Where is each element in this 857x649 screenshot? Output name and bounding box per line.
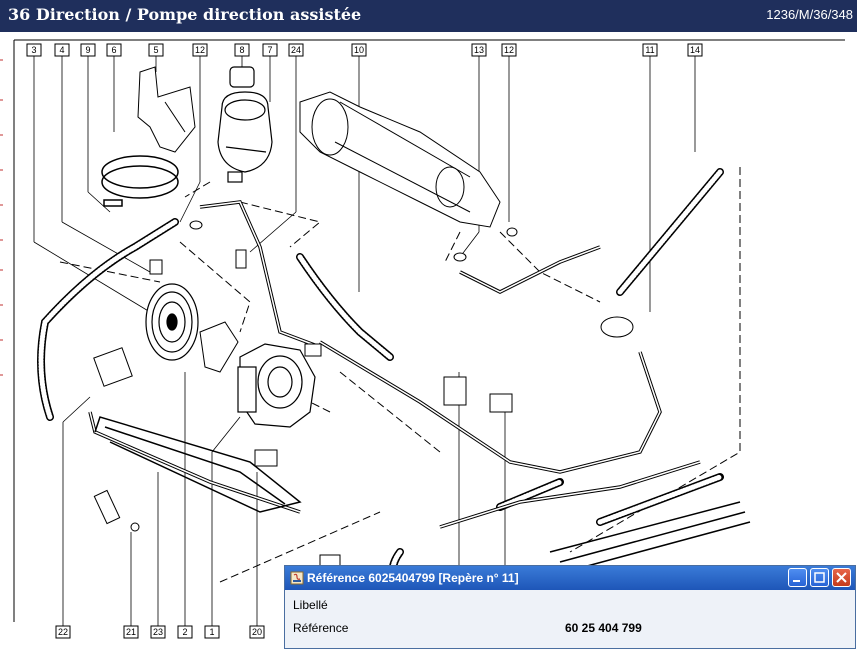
close-button[interactable] xyxy=(832,568,851,587)
java-app-icon xyxy=(290,571,304,585)
callout-21: 21 xyxy=(123,625,139,639)
callout-20: 20 xyxy=(249,625,265,639)
callout-3: 3 xyxy=(26,43,42,57)
reference-label: Référence xyxy=(293,621,349,635)
callout-1: 1 xyxy=(204,625,220,639)
callout-label: 6 xyxy=(111,45,116,55)
callout-label: 10 xyxy=(354,45,364,55)
callout-23: 23 xyxy=(150,625,166,639)
hose-texture xyxy=(38,169,723,595)
callout-label: 20 xyxy=(252,627,262,637)
callout-label: 8 xyxy=(239,45,244,55)
callout-label: 12 xyxy=(195,45,205,55)
callouts-top: 3 4 9 6 5 12 8 7 24 10 13 12 11 14 xyxy=(26,43,703,57)
bracket xyxy=(137,66,196,153)
callout-6: 6 xyxy=(106,43,122,57)
maximize-button[interactable] xyxy=(810,568,829,587)
hoses xyxy=(37,168,724,596)
callout-label: 14 xyxy=(690,45,700,55)
callout-label: 21 xyxy=(126,627,136,637)
leader-lines xyxy=(33,56,696,626)
callout-label: 9 xyxy=(85,45,90,55)
title-bar: 36 Direction / Pompe direction assistée … xyxy=(0,0,857,32)
dialog-title: Référence 6025404799 [Repère n° 11] xyxy=(307,571,519,585)
pipes xyxy=(88,200,701,529)
clamp xyxy=(101,155,179,207)
callout-label: 1 xyxy=(209,627,214,637)
callout-label: 7 xyxy=(267,45,272,55)
callout-22: 22 xyxy=(55,625,71,639)
callout-8: 8 xyxy=(234,43,250,57)
callout-14: 14 xyxy=(687,43,703,57)
callout-label: 2 xyxy=(182,627,187,637)
callout-5: 5 xyxy=(148,43,164,57)
page-title: 36 Direction / Pompe direction assistée xyxy=(8,5,362,24)
pump-pulley xyxy=(145,283,199,361)
pipe-highlight xyxy=(89,201,701,528)
callouts-bottom: 22 21 23 2 1 20 xyxy=(55,625,265,639)
callout-12a: 12 xyxy=(192,43,208,57)
exploded-parts-diagram: 3 4 9 6 5 12 8 7 24 10 13 12 11 14 22 21… xyxy=(13,39,845,639)
callout-24: 24 xyxy=(288,43,304,57)
pump-body xyxy=(237,343,316,428)
minimize-icon xyxy=(793,580,800,582)
callout-label: 3 xyxy=(31,45,36,55)
callout-7: 7 xyxy=(262,43,278,57)
cooler-coil xyxy=(94,416,751,573)
fittings xyxy=(93,220,634,570)
page-code: 1236/M/36/348 xyxy=(766,7,853,22)
callout-label: 24 xyxy=(291,45,301,55)
callout-13: 13 xyxy=(471,43,487,57)
pump-flange xyxy=(199,321,239,373)
callout-label: 23 xyxy=(153,627,163,637)
assembly-lines xyxy=(59,167,741,583)
callout-label: 4 xyxy=(59,45,64,55)
close-icon xyxy=(836,572,847,583)
callout-9: 9 xyxy=(80,43,96,57)
dialog-body: Libellé Référence 60 25 404 799 xyxy=(285,590,855,648)
reference-dialog: Référence 6025404799 [Repère n° 11] Libe… xyxy=(284,565,856,649)
left-margin-ticks xyxy=(0,59,3,376)
reservoir xyxy=(217,66,273,183)
libelle-label: Libellé xyxy=(293,598,328,612)
steering-rack xyxy=(299,91,501,228)
minimize-button[interactable] xyxy=(788,568,807,587)
callout-4: 4 xyxy=(54,43,70,57)
callout-label: 11 xyxy=(645,45,654,55)
callout-label: 12 xyxy=(504,45,514,55)
callout-11: 11 xyxy=(642,43,658,57)
maximize-icon xyxy=(814,572,825,583)
callout-label: 5 xyxy=(153,45,158,55)
reference-value: 60 25 404 799 xyxy=(565,621,642,635)
callout-2: 2 xyxy=(177,625,193,639)
dialog-title-bar[interactable]: Référence 6025404799 [Repère n° 11] xyxy=(285,566,855,590)
callout-12b: 12 xyxy=(501,43,517,57)
callout-label: 13 xyxy=(474,45,484,55)
callout-10: 10 xyxy=(351,43,367,57)
callout-label: 22 xyxy=(58,627,68,637)
